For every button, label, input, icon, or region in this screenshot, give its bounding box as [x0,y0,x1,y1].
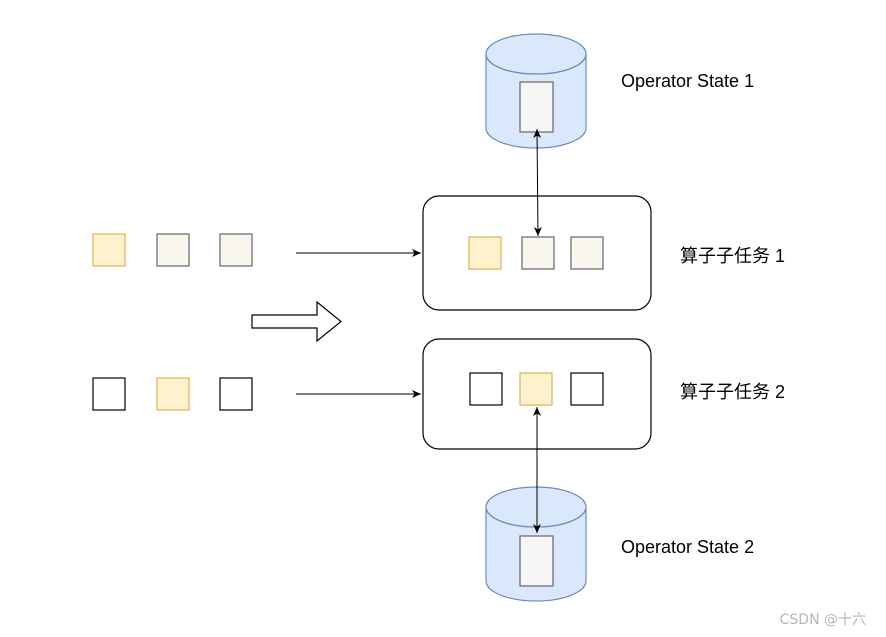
state1-slot [519,81,554,133]
stream1-record-2 [156,233,190,267]
operator-state-1-db-icon [485,33,587,149]
stream2-record-3 [219,377,253,411]
stream2-record-1 [92,377,126,411]
operator-state-2-db-icon [485,486,587,602]
subtask1-record-2 [521,236,555,270]
subtask1-record-3 [570,236,604,270]
watermark: CSDN @十六 [779,612,866,628]
subtask2-record-2 [519,372,553,406]
operator-state-2-label: Operator State 2 [621,537,755,557]
subtask-2 [422,338,652,450]
stream1-record-1 [92,233,126,267]
state2-slot [519,535,554,587]
subtask2-record-3 [570,372,604,406]
block-arrow-icon [251,300,342,343]
subtask-1-label: 算子子任务 1 [680,246,786,266]
stream2-record-2 [156,377,190,411]
subtask-1 [422,195,652,311]
stream1-record-3 [219,233,253,267]
subtask-2-label: 算子子任务 2 [680,382,786,402]
input-stream-2 [92,377,253,411]
state1-connector [533,128,542,237]
input-stream-1 [92,233,253,267]
subtask2-record-1 [469,372,503,406]
operator-state-1-label: Operator State 1 [621,71,755,91]
subtask1-record-1 [468,236,502,270]
